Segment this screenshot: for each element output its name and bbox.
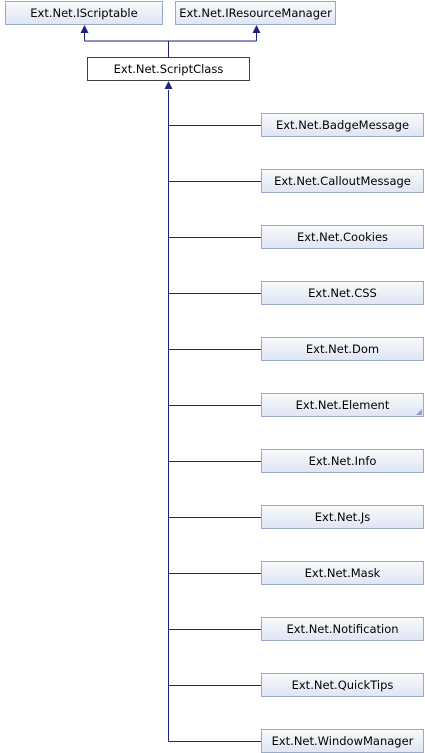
arrowhead-iresourcemanager (252, 25, 261, 33)
derived-class-windowmanager[interactable]: Ext.Net.WindowManager (261, 729, 424, 753)
derived-class-js[interactable]: Ext.Net.Js (261, 505, 424, 529)
more-indicator-icon (416, 409, 422, 415)
interface-iresourcemanager[interactable]: Ext.Net.IResourceManager (175, 1, 336, 25)
derived-class-info[interactable]: Ext.Net.Info (261, 449, 424, 473)
current-class-scriptclass: Ext.Net.ScriptClass (87, 57, 250, 81)
derived-class-notification[interactable]: Ext.Net.Notification (261, 617, 424, 641)
derived-class-mask[interactable]: Ext.Net.Mask (261, 561, 424, 585)
derived-class-css[interactable]: Ext.Net.CSS (261, 281, 424, 305)
derived-class-cookies[interactable]: Ext.Net.Cookies (261, 225, 424, 249)
arrowhead-iscriptable (80, 25, 89, 33)
derived-class-dom[interactable]: Ext.Net.Dom (261, 337, 424, 361)
derived-class-badgemessage[interactable]: Ext.Net.BadgeMessage (261, 113, 424, 137)
derived-class-quicktips[interactable]: Ext.Net.QuickTips (261, 673, 424, 697)
interface-iscriptable[interactable]: Ext.Net.IScriptable (5, 1, 163, 25)
arrowhead-scriptclass (164, 81, 173, 89)
derived-class-element[interactable]: Ext.Net.Element (261, 393, 424, 417)
derived-class-calloutmessage[interactable]: Ext.Net.CalloutMessage (261, 169, 424, 193)
